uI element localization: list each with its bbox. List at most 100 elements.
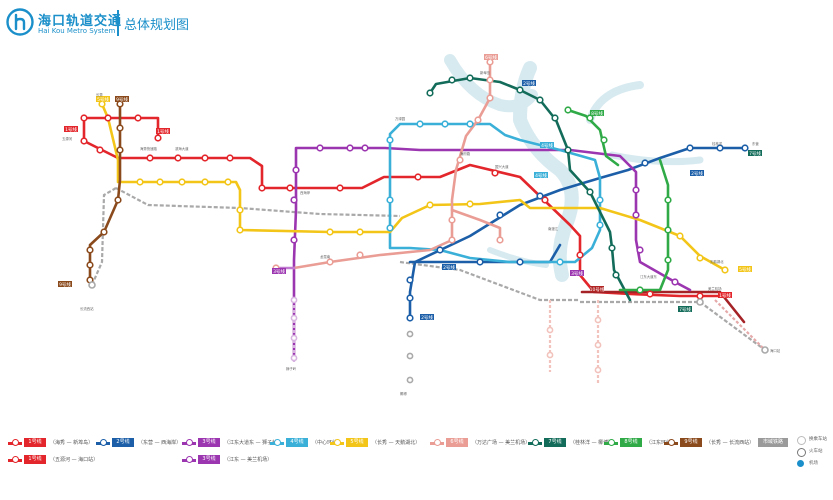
metro-lines bbox=[82, 60, 747, 360]
legend-transfer-station: 换乘车站 bbox=[797, 435, 833, 445]
svg-text:新埠岛: 新埠岛 bbox=[480, 70, 491, 75]
svg-text:9号线: 9号线 bbox=[59, 281, 71, 288]
legend: 1号线 （海秀 — 新埠岛） 2号线 （东营 — 西海岸） 3号线 （江东大道东… bbox=[0, 428, 833, 500]
line-badge: 6号线 bbox=[446, 438, 468, 447]
station-dot-icon bbox=[186, 439, 193, 446]
line-badge: 2号线 bbox=[112, 438, 134, 447]
svg-text:8号线: 8号线 bbox=[591, 110, 603, 117]
line-badge: 3号线 bbox=[198, 438, 220, 447]
svg-text:9号线: 9号线 bbox=[116, 96, 128, 103]
svg-text:国兴大道: 国兴大道 bbox=[495, 164, 509, 169]
svg-text:5号线: 5号线 bbox=[97, 96, 109, 103]
line-badge: 市域铁路 bbox=[758, 438, 788, 447]
svg-text:2号线: 2号线 bbox=[523, 80, 535, 87]
line-badge: 4号线 bbox=[286, 438, 308, 447]
line-badge: 9号线 bbox=[680, 438, 702, 447]
symbol-text: 机场 bbox=[809, 461, 818, 466]
symbol-text: 换乘车站 bbox=[809, 437, 827, 442]
svg-text:龙昆南: 龙昆南 bbox=[320, 254, 331, 259]
intercity-railway bbox=[90, 187, 766, 351]
line-10 bbox=[580, 290, 746, 324]
svg-text:五源河: 五源河 bbox=[62, 136, 73, 141]
station-dot-icon bbox=[274, 439, 281, 446]
svg-text:1号线: 1号线 bbox=[157, 128, 169, 135]
svg-text:天鹅湖北: 天鹅湖北 bbox=[710, 259, 724, 264]
svg-text:长秀: 长秀 bbox=[96, 92, 103, 97]
legend-text: （长秀 — 长流西站） bbox=[706, 440, 755, 446]
station-dot-icon bbox=[100, 439, 107, 446]
svg-text:1号线: 1号线 bbox=[719, 292, 731, 299]
svg-text:7号线: 7号线 bbox=[679, 306, 691, 313]
svg-text:海府路: 海府路 bbox=[460, 151, 471, 156]
page-title: 总体规划图 bbox=[124, 18, 190, 33]
line-8b bbox=[618, 158, 670, 292]
legend-text: （江东环线） bbox=[646, 440, 677, 446]
legend-text: （江东 — 美兰机场） bbox=[224, 457, 273, 463]
svg-text:5号线: 5号线 bbox=[739, 266, 751, 273]
metro-map[interactable]: 5号线 9号线 1号线 1号线 6号线 2号线 8号线 7号线 2号线 5号线 … bbox=[0, 0, 833, 430]
legend-train-station: 火车站 bbox=[797, 447, 833, 457]
line-5 bbox=[100, 102, 727, 272]
train-station-icon bbox=[797, 448, 806, 457]
station-dot-icon bbox=[668, 439, 675, 446]
svg-text:椰博: 椰博 bbox=[400, 391, 407, 396]
station-dot-icon bbox=[532, 439, 539, 446]
title-english: Hai Kou Metro System bbox=[38, 27, 116, 35]
legend-text: （江东大道东 — 狮子岭） bbox=[224, 440, 283, 446]
title-chinese: 海口轨道交通 bbox=[38, 14, 123, 29]
header: 海口轨道交通 Hai Kou Metro System 总体规划图 bbox=[6, 8, 306, 38]
svg-text:海口站: 海口站 bbox=[770, 348, 781, 353]
svg-text:2号线: 2号线 bbox=[443, 264, 455, 271]
line-badge: 5号线 bbox=[346, 438, 368, 447]
line-badge: 1号线 bbox=[24, 455, 46, 464]
station-labels: 长流西站 海口站 海秀快速路 东营 桂林洋 美兰机场 新埠岛 万绿园 滨海大道 … bbox=[62, 70, 781, 396]
line-badge: 7号线 bbox=[544, 438, 566, 447]
svg-text:6号线: 6号线 bbox=[485, 54, 497, 61]
svg-text:2号线: 2号线 bbox=[421, 314, 433, 321]
legend-text: （五源河 — 海口站） bbox=[50, 457, 99, 463]
station-dot-icon bbox=[608, 439, 615, 446]
station-dot-icon bbox=[334, 439, 341, 446]
line-6b bbox=[450, 208, 502, 242]
station-dot-icon bbox=[12, 439, 19, 446]
svg-text:3号线: 3号线 bbox=[571, 270, 583, 277]
legend-text: （中心环线） bbox=[312, 440, 343, 446]
svg-text:南渡江: 南渡江 bbox=[548, 226, 559, 231]
svg-text:7号线: 7号线 bbox=[749, 150, 761, 157]
line-badge: 8号线 bbox=[620, 438, 642, 447]
line-9 bbox=[88, 102, 122, 282]
line-badge: 3号线 bbox=[198, 455, 220, 464]
transfer-station-icon bbox=[797, 436, 806, 445]
svg-text:东营: 东营 bbox=[752, 141, 759, 146]
line-4 bbox=[388, 122, 602, 264]
line-8 bbox=[566, 108, 620, 167]
legend-text: （东营 — 西海岸） bbox=[138, 440, 182, 446]
line-6 bbox=[292, 60, 492, 270]
svg-text:3号线: 3号线 bbox=[273, 268, 285, 275]
svg-text:1号线: 1号线 bbox=[65, 126, 77, 133]
svg-text:美兰机场: 美兰机场 bbox=[708, 286, 722, 291]
svg-text:海秀快速路: 海秀快速路 bbox=[140, 146, 158, 151]
future-extensions bbox=[292, 299, 766, 385]
svg-text:滨海大道: 滨海大道 bbox=[175, 146, 189, 151]
legend-text: （长秀 — 天鹅湖北） bbox=[372, 440, 421, 446]
svg-text:2号线: 2号线 bbox=[691, 170, 703, 177]
svg-text:狮子岭: 狮子岭 bbox=[286, 366, 297, 371]
symbol-text: 火车站 bbox=[809, 449, 823, 454]
svg-text:江东大道东: 江东大道东 bbox=[640, 274, 658, 279]
legend-airport: 机场 bbox=[797, 459, 833, 469]
station-dot-icon bbox=[12, 456, 19, 463]
airport-icon bbox=[797, 460, 804, 467]
line-2b bbox=[408, 243, 562, 264]
title-divider bbox=[117, 10, 119, 36]
svg-text:4号线: 4号线 bbox=[535, 172, 547, 179]
svg-text:10号线: 10号线 bbox=[590, 286, 605, 293]
station-dot-icon bbox=[186, 456, 193, 463]
legend-text: （海秀 — 新埠岛） bbox=[50, 440, 94, 446]
svg-text:长流西站: 长流西站 bbox=[80, 306, 94, 311]
svg-text:西海岸: 西海岸 bbox=[300, 190, 311, 195]
map-line-badges: 5号线 9号线 1号线 1号线 6号线 2号线 8号线 7号线 2号线 5号线 … bbox=[58, 54, 762, 321]
svg-text:桂林洋: 桂林洋 bbox=[712, 141, 723, 146]
stations bbox=[80, 58, 769, 384]
station-dot-icon bbox=[434, 439, 441, 446]
